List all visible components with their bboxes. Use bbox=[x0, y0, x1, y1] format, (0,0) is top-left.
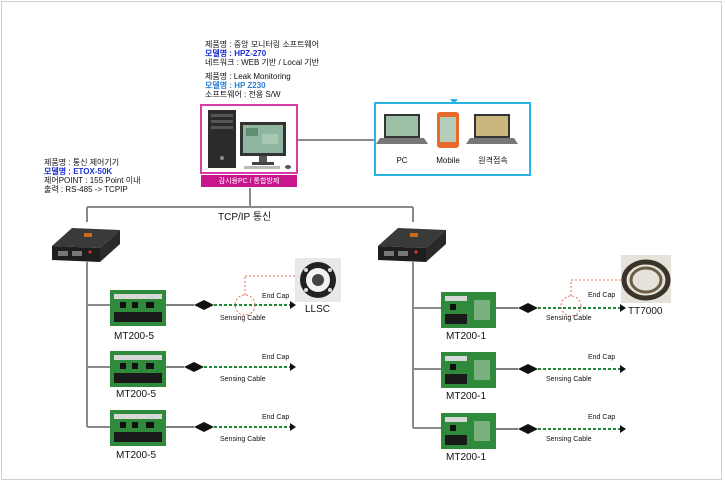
right-cable-3-label: Sensing Cable bbox=[546, 436, 592, 443]
controller-product-line: 제품명 : 통신 제어기기 bbox=[44, 158, 120, 167]
right-endcap-3: End Cap bbox=[588, 414, 616, 421]
client-pc-label: PC bbox=[396, 156, 408, 165]
left-endcap-3: End Cap bbox=[262, 414, 290, 421]
server-banner-label: 감시용PC / 통합방제 bbox=[218, 178, 280, 185]
llsc-label: LLSC bbox=[305, 304, 331, 315]
module-left-2 bbox=[110, 351, 166, 387]
left-cable-3-label: Sensing Cable bbox=[220, 436, 266, 443]
left-endcap-1: End Cap bbox=[262, 293, 290, 300]
left-cable-1-label: Sensing Cable bbox=[220, 315, 266, 322]
module-left-3 bbox=[110, 410, 166, 446]
network-label: TCP/IP 통신 bbox=[218, 212, 272, 223]
server-model-line: 모델명 : HPZ-270 bbox=[205, 49, 267, 58]
server-product-line: 제품명 : 중앙 모니터링 소프트웨어 bbox=[205, 40, 320, 49]
controller-left-device bbox=[52, 228, 120, 262]
right-cable-2 bbox=[496, 364, 626, 374]
controller-right-device bbox=[378, 228, 446, 262]
module-left-3-label: MT200-5 bbox=[116, 450, 157, 461]
left-cable-2 bbox=[166, 362, 296, 372]
server-banner-bg bbox=[201, 175, 297, 187]
clients-box bbox=[374, 99, 531, 176]
module-right-2-label: MT200-1 bbox=[446, 391, 487, 402]
client-mobile-label: Mobile bbox=[436, 156, 460, 165]
module-right-2 bbox=[441, 352, 496, 388]
module-right-3-label: MT200-1 bbox=[446, 452, 487, 463]
module-right-1 bbox=[441, 292, 496, 328]
controller-model-line: 모델명 : ETOX-50K bbox=[44, 167, 113, 176]
module-left-1 bbox=[110, 290, 166, 326]
llsc-sensor-photo bbox=[295, 258, 341, 302]
controller-output-line: 출력 : RS-485 -> TCPIP bbox=[44, 185, 128, 194]
right-cable-3 bbox=[496, 424, 626, 434]
module-left-2-label: MT200-5 bbox=[116, 389, 157, 400]
tt7000-label: TT7000 bbox=[628, 306, 663, 317]
controller-points-line: 제어POINT : 155 Point 이내 bbox=[44, 176, 141, 185]
left-cable-3 bbox=[166, 422, 296, 432]
left-cable-2-label: Sensing Cable bbox=[220, 376, 266, 383]
pc-software-line: 소프트웨어 : 전용 S/W bbox=[205, 90, 281, 99]
left-endcap-2: End Cap bbox=[262, 354, 290, 361]
client-remote-label: 원격접속 bbox=[478, 156, 508, 165]
module-right-3 bbox=[441, 413, 496, 449]
right-cable-2-label: Sensing Cable bbox=[546, 376, 592, 383]
tt7000-sensor-photo bbox=[621, 255, 671, 303]
server-network-line: 네트워크 : WEB 기반 / Local 기반 bbox=[205, 58, 320, 67]
left-cable-1 bbox=[166, 275, 296, 316]
right-endcap-1: End Cap bbox=[588, 292, 616, 299]
pc-product-line: 제품명 : Leak Monitoring bbox=[205, 72, 291, 81]
right-cable-1-label: Sensing Cable bbox=[546, 315, 592, 322]
pc-model-line: 모델명 : HP Z230 bbox=[205, 81, 266, 90]
module-left-1-label: MT200-5 bbox=[114, 331, 155, 342]
right-cable-1 bbox=[496, 279, 626, 317]
server-box bbox=[200, 104, 298, 174]
module-right-1-label: MT200-1 bbox=[446, 331, 487, 342]
right-endcap-2: End Cap bbox=[588, 354, 616, 361]
